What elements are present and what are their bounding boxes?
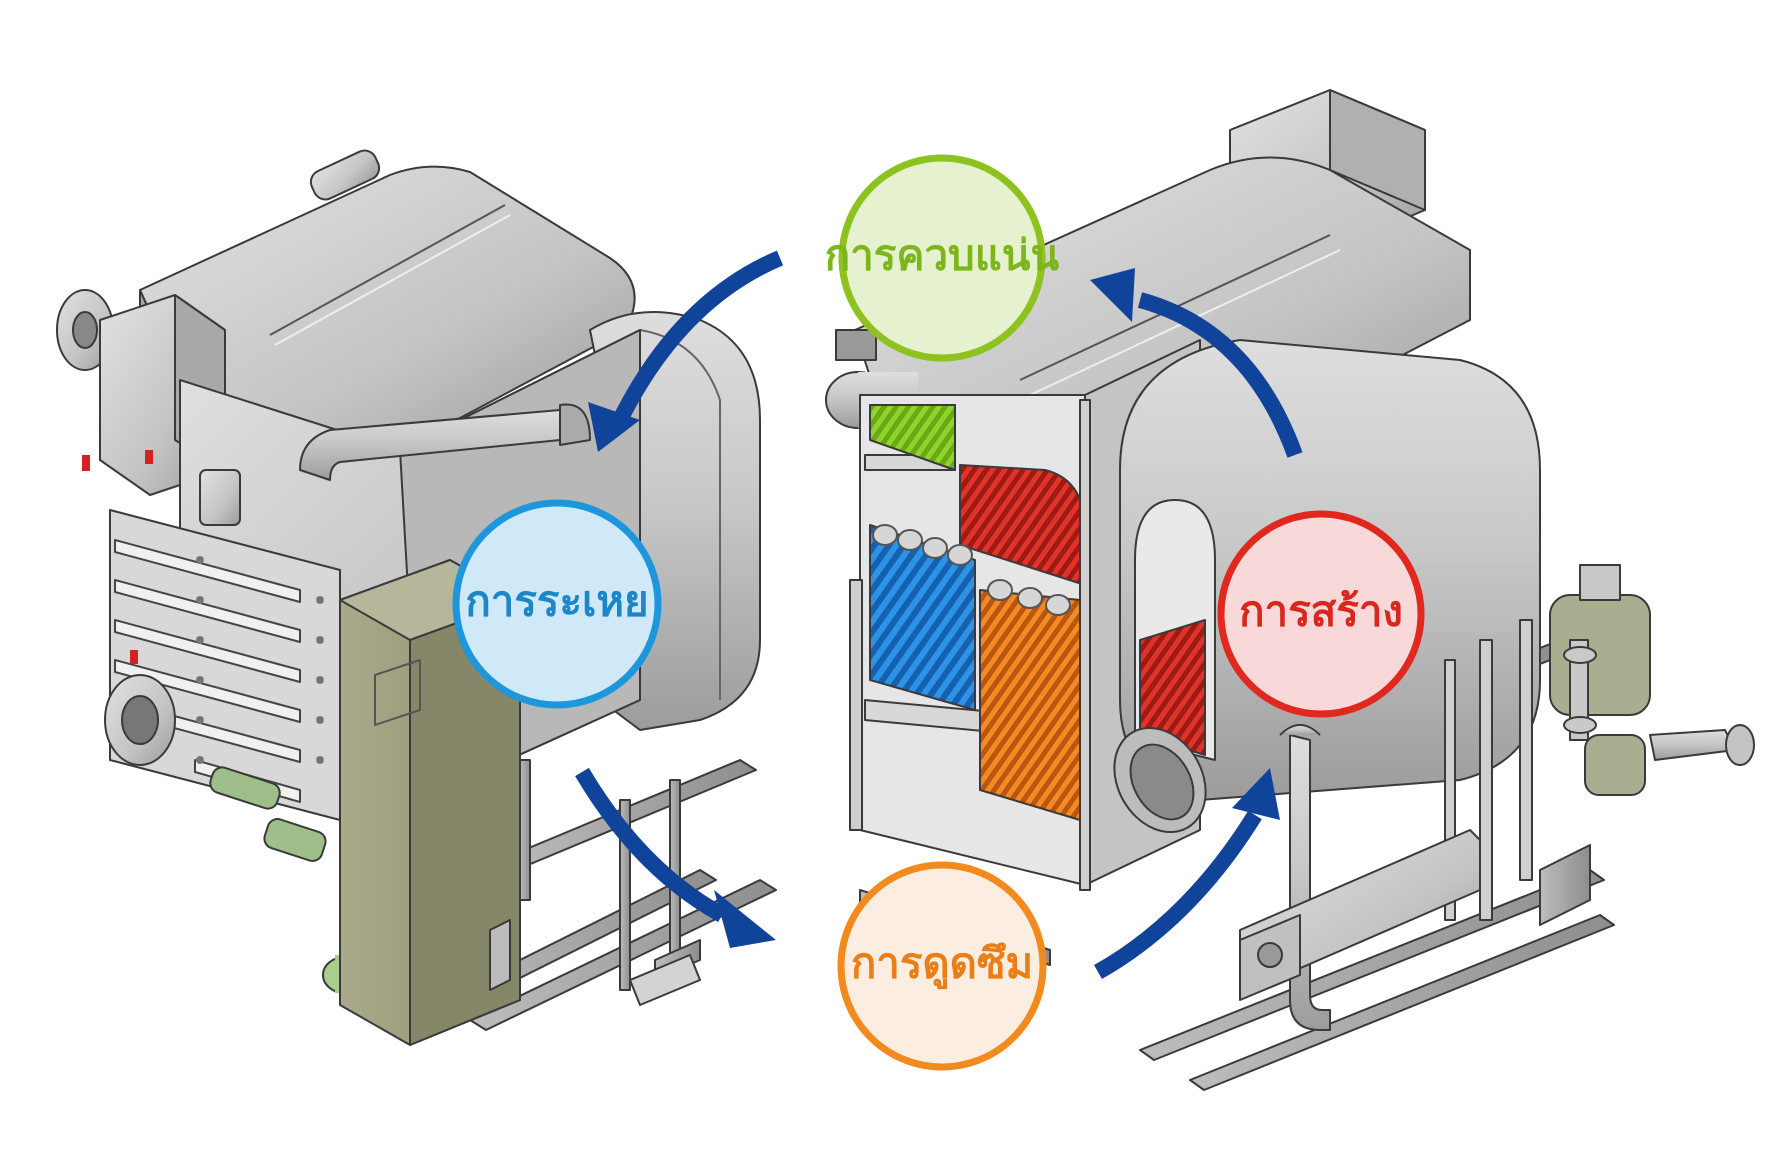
arrow-generator-to-condenser-head xyxy=(1090,268,1135,322)
arrow-absorber-to-generator-head xyxy=(1232,768,1280,820)
arrow-condenser-to-evaporator-shaft xyxy=(612,250,784,424)
condensation-label: การควบแน่น xyxy=(825,231,1060,280)
generation-label: การสร้าง xyxy=(1239,587,1403,636)
condensation-badge: การควบแน่น xyxy=(825,154,1060,362)
arrow-absorber-to-generator-shaft xyxy=(1094,810,1262,979)
absorption-circle xyxy=(837,861,1047,1071)
arrow-generator-to-condenser-shaft xyxy=(1137,292,1303,458)
absorption-badge: การดูดซึม xyxy=(837,861,1047,1071)
arrow-condenser-to-evaporator-head xyxy=(588,402,640,452)
generation-circle xyxy=(1217,510,1425,718)
evaporation-badge: การระเหย xyxy=(452,499,662,709)
arrow-evaporator-to-absorber-head xyxy=(714,890,776,948)
generation-badge: การสร้าง xyxy=(1217,510,1425,718)
condensation-circle xyxy=(838,154,1046,362)
evaporation-circle xyxy=(452,499,662,709)
left-chiller-illustration xyxy=(56,149,777,1046)
evaporation-label: การระเหย xyxy=(465,577,648,626)
absorption-label: การดูดซึม xyxy=(851,939,1033,990)
arrow-evaporator-to-absorber-shaft xyxy=(575,767,726,923)
cycle-flow-arrows xyxy=(575,250,1303,979)
